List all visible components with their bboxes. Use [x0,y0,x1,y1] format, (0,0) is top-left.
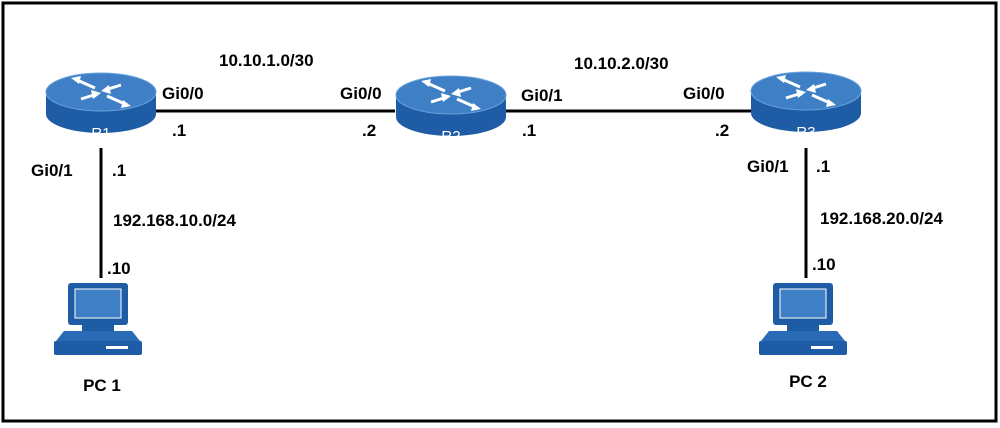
router-r3: R3 [749,70,863,141]
router-name: R3 [796,124,815,141]
interface-label-r2-gi0-0: Gi0/0 [340,84,382,103]
interface-label-r3-gi0-0: Gi0/0 [683,84,725,103]
router-icon [749,70,863,134]
interface-label-r1-gi0-1: Gi0/1 [31,161,73,180]
host-label-r2-r1-side: .2 [362,121,376,140]
router-r1: R1 [44,71,158,142]
pc-2: PC 2 [758,282,848,391]
host-label-r3-r2-side: .2 [715,121,729,140]
pc-1: PC 1 [53,282,143,395]
interface-label-r2-gi0-1: Gi0/1 [521,86,563,105]
pc-icon [53,282,143,356]
router-r2: R2 [394,74,508,145]
network-label-r1-r2: 10.10.1.0/30 [219,51,314,70]
host-label-pc1: .10 [107,259,131,278]
router-name: R1 [91,125,110,142]
host-label-r1-pc-side: .1 [112,161,126,180]
pc-icon [758,282,848,356]
host-label-pc2: .10 [812,255,836,274]
network-label-r3-pc2: 192.168.20.0/24 [820,209,943,228]
network-label-r2-r3: 10.10.2.0/30 [574,54,669,73]
interface-label-r1-gi0-0: Gi0/0 [162,84,204,103]
router-icon [44,71,158,135]
router-icon [394,74,508,138]
host-label-r3-pc-side: .1 [816,157,830,176]
pc-name: PC 2 [789,372,827,391]
pc-name: PC 1 [83,376,121,395]
network-label-r1-pc1: 192.168.10.0/24 [113,211,236,230]
router-name: R2 [441,128,460,145]
host-label-r2-r3-side: .1 [522,121,536,140]
host-label-r1-r2-side: .1 [172,121,186,140]
interface-label-r3-gi0-1: Gi0/1 [747,157,789,176]
